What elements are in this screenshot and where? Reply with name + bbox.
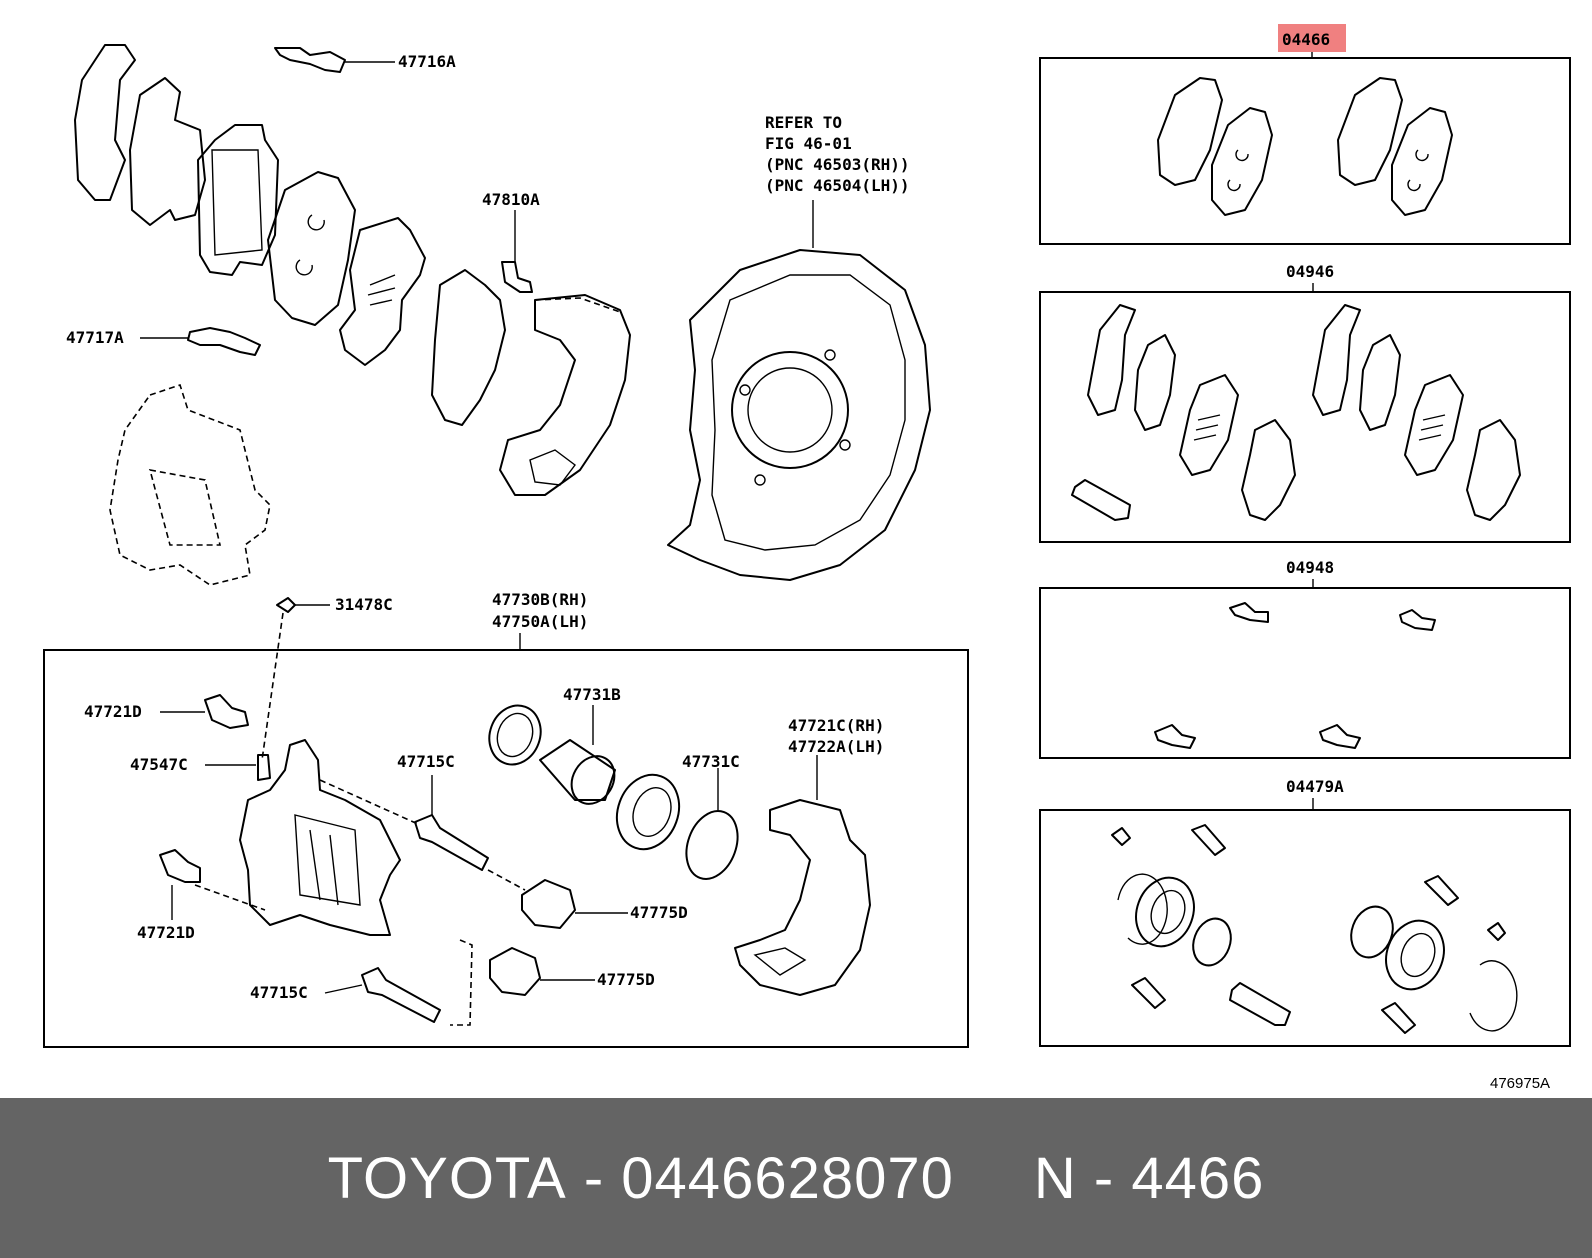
label-47810A: 47810A [482,190,540,209]
label-kit-04466[interactable]: 04466 [1282,30,1330,49]
parts-diagram: 47716A 47717A 47810A REFER TO FIG 46-01 … [43,24,1571,1092]
footer-part-number: 0446628070 [621,1145,954,1211]
bolt-47810A[interactable] [501,261,533,293]
pad-support-plate[interactable] [339,217,426,366]
slide-pin-lower[interactable] [361,967,441,1023]
label-47775D-lower: 47775D [597,970,655,989]
slide-pin-upper[interactable] [414,814,489,871]
caliper-housing-reference [109,383,271,586]
kit-04479A-seals[interactable] [1111,824,1518,1034]
piston-seal-ring[interactable] [677,804,746,886]
kit-04466-pads[interactable] [1157,77,1453,216]
label-kit-04479A[interactable]: 04479A [1286,777,1344,796]
pad-wear-indicator-clip-b[interactable] [187,327,261,356]
label-47717A: 47717A [66,328,124,347]
label-47722A: 47722A(LH) [788,737,884,756]
cylinder-boot-ring[interactable] [481,698,549,771]
kit-04946-shims[interactable] [1071,304,1521,521]
label-47730B: 47730B(RH) [492,590,588,609]
disc-brake-dust-cover[interactable] [667,249,931,581]
figure-code: 476975A [1490,1075,1550,1092]
label-kit-04946[interactable]: 04946 [1286,262,1334,281]
kit-04948-clips[interactable] [1154,602,1436,749]
caliper-assembly-box [43,649,969,1048]
label-47715C-lower: 47715C [250,983,308,1002]
caliper-bolt-lower[interactable] [159,849,201,883]
label-47721C: 47721C(RH) [788,716,884,735]
label-31478C: 31478C [335,595,393,614]
caliper-mounting-bracket[interactable] [499,294,631,496]
pad-wear-indicator-clip-a[interactable] [274,47,346,73]
label-kit-04948[interactable]: 04948 [1286,558,1334,577]
refer-line-3: (PNC 46503(RH)) [765,155,910,174]
bleeder-plug-cap[interactable] [276,597,296,613]
kit-04466-box [1039,57,1571,245]
bushing-upper[interactable] [521,879,576,929]
anti-squeal-shim-inner[interactable] [129,77,206,226]
caliper-piston[interactable] [539,739,623,812]
footer-brand: TOYOTA [327,1145,567,1211]
label-47750A: 47750A(LH) [492,612,588,631]
label-47547C: 47547C [130,755,188,774]
anti-squeal-shim-outer[interactable] [74,44,136,201]
part-number-footer: TOYOTA - 0446628070 N - 4466 [0,1098,1592,1258]
refer-line-1: REFER TO [765,113,842,132]
footer-ref-prefix: N [1033,1145,1077,1211]
kit-04946-box [1039,291,1571,543]
label-47716A: 47716A [398,52,456,71]
label-47715C-upper: 47715C [397,752,455,771]
brake-pad-inner[interactable] [267,171,356,326]
refer-line-2: FIG 46-01 [765,134,852,153]
label-47721D-lower: 47721D [137,923,195,942]
label-47721D-upper: 47721D [84,702,142,721]
caliper-cylinder-body[interactable] [239,739,401,936]
piston-boot[interactable] [607,766,689,858]
label-47731C: 47731C [682,752,740,771]
bleeder-screw[interactable] [257,754,271,781]
kit-04466-highlight [1278,24,1346,52]
label-47731B: 47731B [563,685,621,704]
pad-support-plate-2[interactable] [431,269,506,426]
footer-ref-number: 4466 [1131,1145,1265,1211]
caliper-torque-plate[interactable] [734,799,871,996]
footer-separator-2: - [1076,1145,1132,1211]
caliper-bolt-upper[interactable] [204,694,249,729]
refer-line-4: (PNC 46504(LH)) [765,176,910,195]
bushing-lower[interactable] [489,947,541,996]
label-47775D-upper: 47775D [630,903,688,922]
footer-separator-1: - [566,1145,622,1211]
kit-04479A-box [1039,809,1571,1047]
brake-pad-outer[interactable] [197,124,279,276]
kit-04948-box [1039,587,1571,759]
